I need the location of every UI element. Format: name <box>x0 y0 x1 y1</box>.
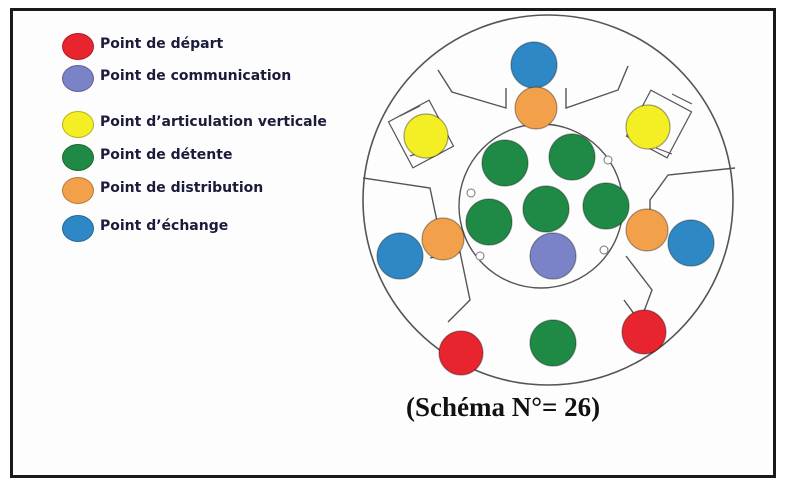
purple-dot-icon <box>62 65 94 92</box>
communication-point <box>529 232 577 280</box>
detente-point <box>529 319 577 367</box>
orange-dot-icon <box>62 177 94 204</box>
core-columns <box>466 155 613 261</box>
depart-point <box>438 330 484 376</box>
legend-label: Point de communication <box>100 68 292 84</box>
detente-point <box>582 182 630 230</box>
depart-point <box>621 309 667 355</box>
detente-point <box>481 139 529 187</box>
legend-label: Point de départ <box>100 36 224 52</box>
articulation-point <box>403 113 449 159</box>
distribution-point <box>625 208 669 252</box>
blue-dot-icon <box>62 215 94 242</box>
distribution-point <box>421 217 465 261</box>
plan-points <box>376 41 715 376</box>
green-dot-icon <box>62 144 94 171</box>
outer-wall <box>362 14 734 386</box>
legend-label: Point d’articulation verticale <box>100 114 327 130</box>
legend-label: Point d’échange <box>100 218 229 234</box>
detente-point <box>548 133 596 181</box>
red-dot-icon <box>62 33 94 60</box>
legend-label: Point de détente <box>100 147 233 163</box>
legend-label: Point de distribution <box>100 180 264 196</box>
echange-point <box>376 232 424 280</box>
diagram-caption: (Schéma N°= 26) <box>406 392 601 422</box>
articulation-point <box>625 104 671 150</box>
echange-point <box>510 41 558 89</box>
detente-point <box>522 185 570 233</box>
yellow-dot-icon <box>62 111 94 138</box>
detente-point <box>465 198 513 246</box>
distribution-point <box>514 86 558 130</box>
echange-point <box>667 219 715 267</box>
